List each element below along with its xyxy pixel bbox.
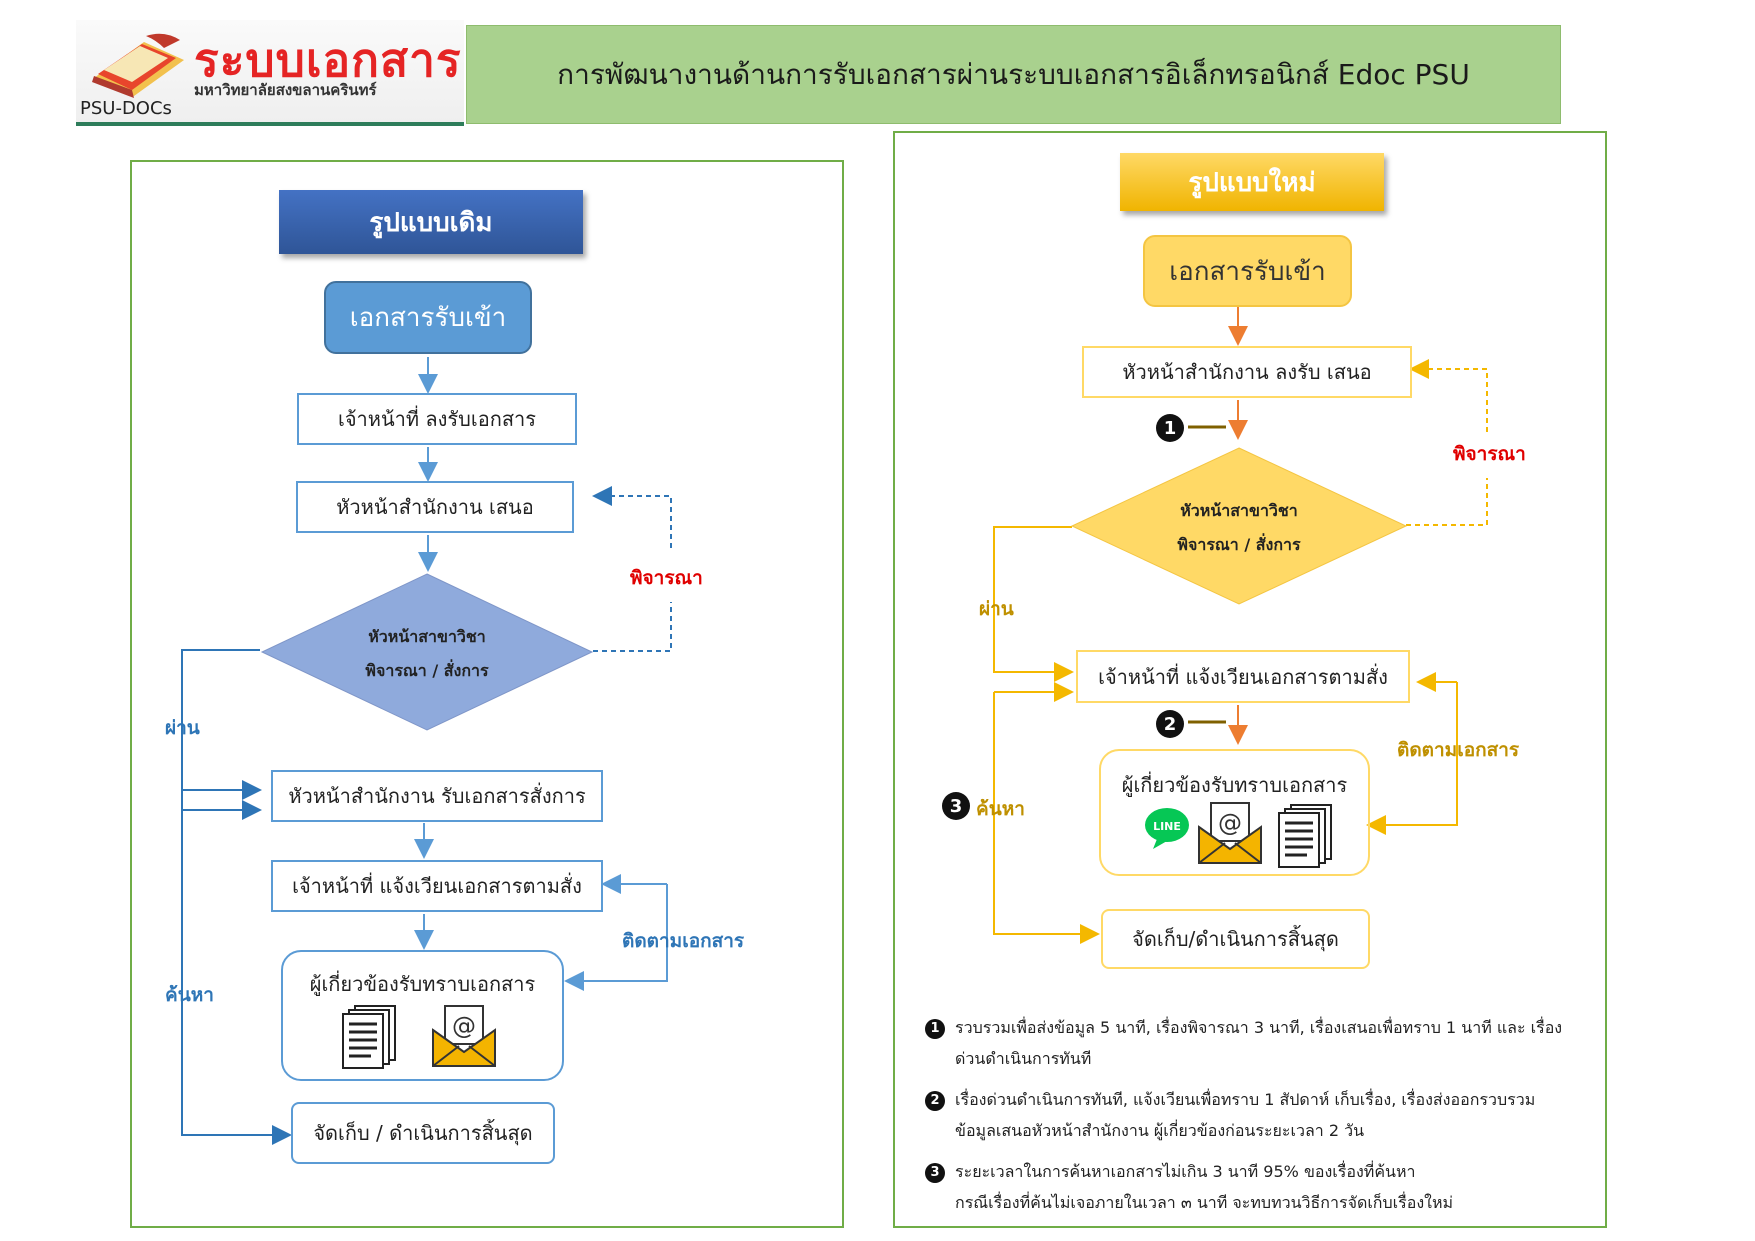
new-decision-line2: พิจารณา / สั่งการ [1177, 535, 1301, 554]
document-stack-icon [342, 1005, 396, 1069]
email-envelope-icon: @ [432, 1005, 496, 1067]
old-decision-line2: พิจารณา / สั่งการ [365, 661, 489, 680]
new-step-circulate: เจ้าหน้าที่ แจ้งเวียนเอกสารตามสั่ง [1076, 650, 1410, 703]
note-line: ข้อมูลเสนอหัวหน้าสำนักงาน ผู้เกี่ยวข้องก… [955, 1121, 1365, 1140]
new-acknowledge-label: ผู้เกี่ยวข้องรับทราบเอกสาร [1121, 773, 1348, 797]
new-step-acknowledge: ผู้เกี่ยวข้องรับทราบเอกสาร LINE @ [1099, 749, 1370, 876]
old-decision-diamond [260, 573, 594, 731]
new-track-label: ติดตามเอกสาร [1397, 739, 1520, 761]
old-step-acknowledge: ผู้เกี่ยวข้องรับทราบเอกสาร @ [281, 950, 564, 1081]
note-line: ด่วนดำเนินการทันที [955, 1049, 1092, 1068]
logo-title: ระบบเอกสาร [194, 33, 462, 87]
old-step-register: เจ้าหน้าที่ ลงรับเอกสาร [297, 393, 577, 445]
new-decision-text: หัวหน้าสาขาวิชา พิจารณา / สั่งการ [1140, 494, 1338, 562]
new-pass-label: ผ่าน [979, 598, 1014, 620]
old-step-receive-order: หัวหน้าสำนักงาน รับเอกสารสั่งการ [271, 770, 603, 822]
note-line: ระยะเวลาในการค้นหาเอกสารไม่เกิน 3 นาที 9… [955, 1162, 1416, 1181]
marker-3: 3 [942, 792, 970, 820]
new-consider-label: พิจารณา [1453, 443, 1526, 465]
line-app-icon: LINE [1145, 808, 1189, 849]
new-start-node: เอกสารรับเข้า [1143, 235, 1352, 307]
new-decision-line1: หัวหน้าสาขาวิชา [1180, 501, 1298, 520]
line-icon-text: LINE [1153, 820, 1181, 833]
marker-2: 2 [1156, 710, 1184, 738]
old-pass-label: ผ่าน [165, 717, 200, 739]
svg-text:@: @ [452, 1012, 476, 1040]
old-decision-line1: หัวหน้าสาขาวิชา [368, 627, 486, 646]
old-decision-text: หัวหน้าสาขาวิชา พิจารณา / สั่งการ [330, 620, 524, 688]
new-search-label: ค้นหา [976, 798, 1025, 820]
logo-books-icon [92, 33, 184, 98]
old-track-label: ติดตามเอกสาร [622, 930, 745, 952]
old-consider-label: พิจารณา [630, 567, 703, 589]
marker-1: 1 [1156, 414, 1184, 442]
new-step-register-propose: หัวหน้าสำนักงาน ลงรับ เสนอ [1082, 346, 1412, 398]
old-search-label: ค้นหา [165, 984, 214, 1006]
logo: ระบบเอกสาร มหาวิทยาลัยสงขลานครินทร์ PSU-… [76, 20, 464, 126]
note-line: รวบรวมเพื่อส่งข้อมูล 5 นาที, เรื่องพิจาร… [955, 1018, 1563, 1037]
email-envelope-icon: @ [1198, 802, 1262, 864]
note-number: 1 [925, 1019, 945, 1039]
note-line: เรื่องด่วนดำเนินการทันที, แจ้งเวียนเพื่อ… [955, 1090, 1536, 1109]
logo-code: PSU-DOCs [80, 98, 172, 119]
note-item: 2 เรื่องด่วนดำเนินการทันที, แจ้งเวียนเพื่… [925, 1084, 1597, 1146]
old-step-propose: หัวหน้าสำนักงาน เสนอ [296, 481, 574, 533]
old-step-circulate: เจ้าหน้าที่ แจ้งเวียนเอกสารตามสั่ง [271, 860, 603, 912]
svg-text:@: @ [1218, 809, 1242, 837]
old-end-node: จัดเก็บ / ดำเนินการสิ้นสุด [291, 1102, 555, 1164]
note-number: 3 [925, 1163, 945, 1183]
note-line: กรณีเรื่องที่ค้นไม่เจอภายในเวลา ๓ นาที จ… [955, 1193, 1454, 1212]
logo-subtitle: มหาวิทยาลัยสงขลานครินทร์ [194, 81, 377, 99]
page-title: การพัฒนางานด้านการรับเอกสารผ่านระบบเอกสา… [466, 25, 1561, 124]
note-item: 1 รวบรวมเพื่อส่งข้อมูล 5 นาที, เรื่องพิจา… [925, 1012, 1597, 1074]
new-flow-heading: รูปแบบใหม่ [1120, 153, 1384, 211]
old-start-node: เอกสารรับเข้า [324, 281, 532, 354]
document-stack-icon [1278, 804, 1332, 868]
new-flow-panel [893, 131, 1607, 1228]
old-acknowledge-label: ผู้เกี่ยวข้องรับทราบเอกสาร [309, 972, 536, 996]
notes-list: 1 รวบรวมเพื่อส่งข้อมูล 5 นาที, เรื่องพิจา… [925, 1012, 1597, 1218]
new-decision-diamond [1070, 447, 1408, 605]
old-flow-heading: รูปแบบเดิม [279, 190, 583, 254]
new-end-node: จัดเก็บ/ดำเนินการสิ้นสุด [1101, 909, 1370, 969]
note-item: 3 ระยะเวลาในการค้นหาเอกสารไม่เกิน 3 นาที … [925, 1156, 1597, 1218]
note-number: 2 [925, 1091, 945, 1111]
